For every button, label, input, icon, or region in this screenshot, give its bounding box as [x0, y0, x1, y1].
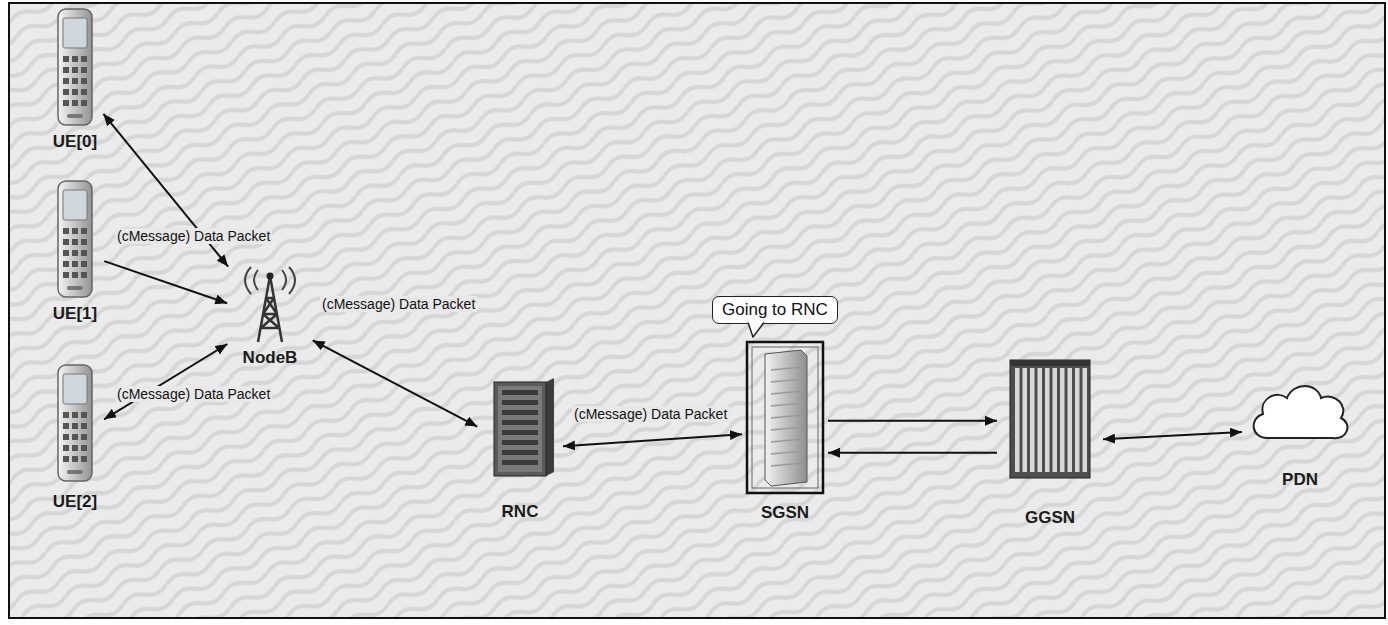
node-label: RNC: [502, 502, 539, 522]
ue-node: UE[1]: [49, 178, 102, 324]
ggsn-node-icon: [1000, 356, 1100, 482]
sgsn-node-icon: [745, 340, 825, 495]
message-label: (cMessage) Data Packet: [115, 228, 272, 244]
rnc-node-icon: [480, 376, 560, 480]
node-label: GGSN: [1025, 508, 1075, 528]
sgsn-node: SGSN: [745, 340, 825, 523]
ue-node: UE[2]: [49, 362, 102, 512]
link-connector: [828, 420, 997, 422]
pdn-cloud: PDN: [1245, 368, 1355, 490]
link-connector: [563, 434, 742, 446]
rnc-node: RNC: [480, 376, 560, 522]
message-label: (cMessage) Data Packet: [115, 386, 272, 402]
ue-node-icon: [50, 6, 100, 128]
link-connector: [104, 344, 227, 419]
canvas-texture: [9, 3, 1385, 618]
ue-node: UE[0]: [49, 6, 102, 152]
callout-tail: [747, 321, 769, 338]
message-label: (cMessage) Data Packet: [320, 296, 477, 312]
canvas-ground: [9, 3, 1385, 618]
canvas-frame: [9, 3, 1385, 618]
node-label: UE[0]: [53, 132, 97, 152]
link-connector: [313, 340, 478, 426]
node-label: NodeB: [243, 348, 298, 368]
callout-bubble: Going to RNC: [712, 296, 838, 324]
link-connector: [104, 261, 227, 303]
nodeb-node-icon: [230, 268, 310, 344]
nodeb-node: NodeB: [230, 268, 310, 368]
node-label: UE[1]: [53, 304, 97, 324]
node-label: SGSN: [761, 503, 809, 523]
link-connector: [1103, 432, 1242, 439]
ue-node-icon: [50, 362, 100, 484]
node-label: PDN: [1282, 470, 1318, 490]
ggsn-node: GGSN: [1000, 356, 1100, 528]
link-connector: [828, 452, 997, 454]
message-label: (cMessage) Data Packet: [572, 406, 729, 422]
node-label: UE[2]: [53, 492, 97, 512]
pdn-cloud-icon: [1245, 368, 1355, 458]
callout-text: Going to RNC: [722, 300, 828, 320]
ue-node-icon: [50, 178, 100, 300]
